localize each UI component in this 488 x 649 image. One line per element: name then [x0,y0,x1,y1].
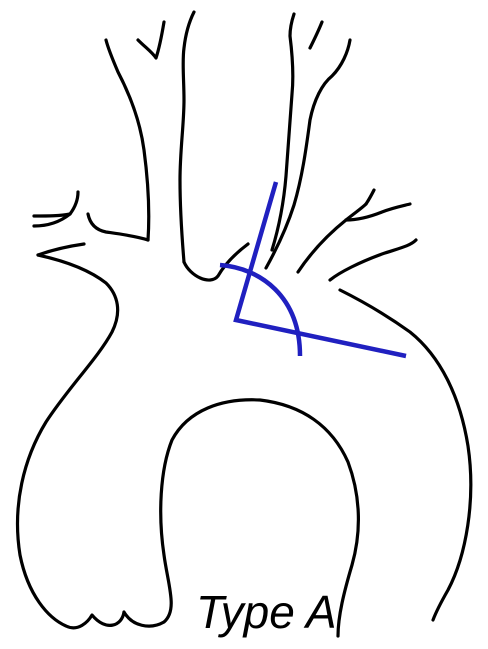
angle-marker [220,182,406,356]
brachiocephalic-right-wall [180,12,194,262]
left-subclavian-lower-wall [330,240,416,280]
descending-aorta-outer-wall [340,290,471,620]
left-carotid-fork [310,22,322,48]
right-subclavian-lower-wall [38,244,84,255]
left-subclavian-upper-wall [298,204,366,272]
left-carotid-right-wall [266,40,350,268]
type-label: Type A [196,586,337,638]
angle-arc [220,265,300,356]
angle-lines [236,182,406,356]
brachiocephalic-fork [138,22,164,58]
brachiocephalic-left-wall [106,40,149,240]
arch-notch [184,244,248,280]
ascending-aorta-outer-wall [18,255,359,636]
right-subclavian-upper-wall [88,214,148,240]
right-subclavian-branches [34,192,78,216]
left-subclavian-fork [366,190,374,204]
